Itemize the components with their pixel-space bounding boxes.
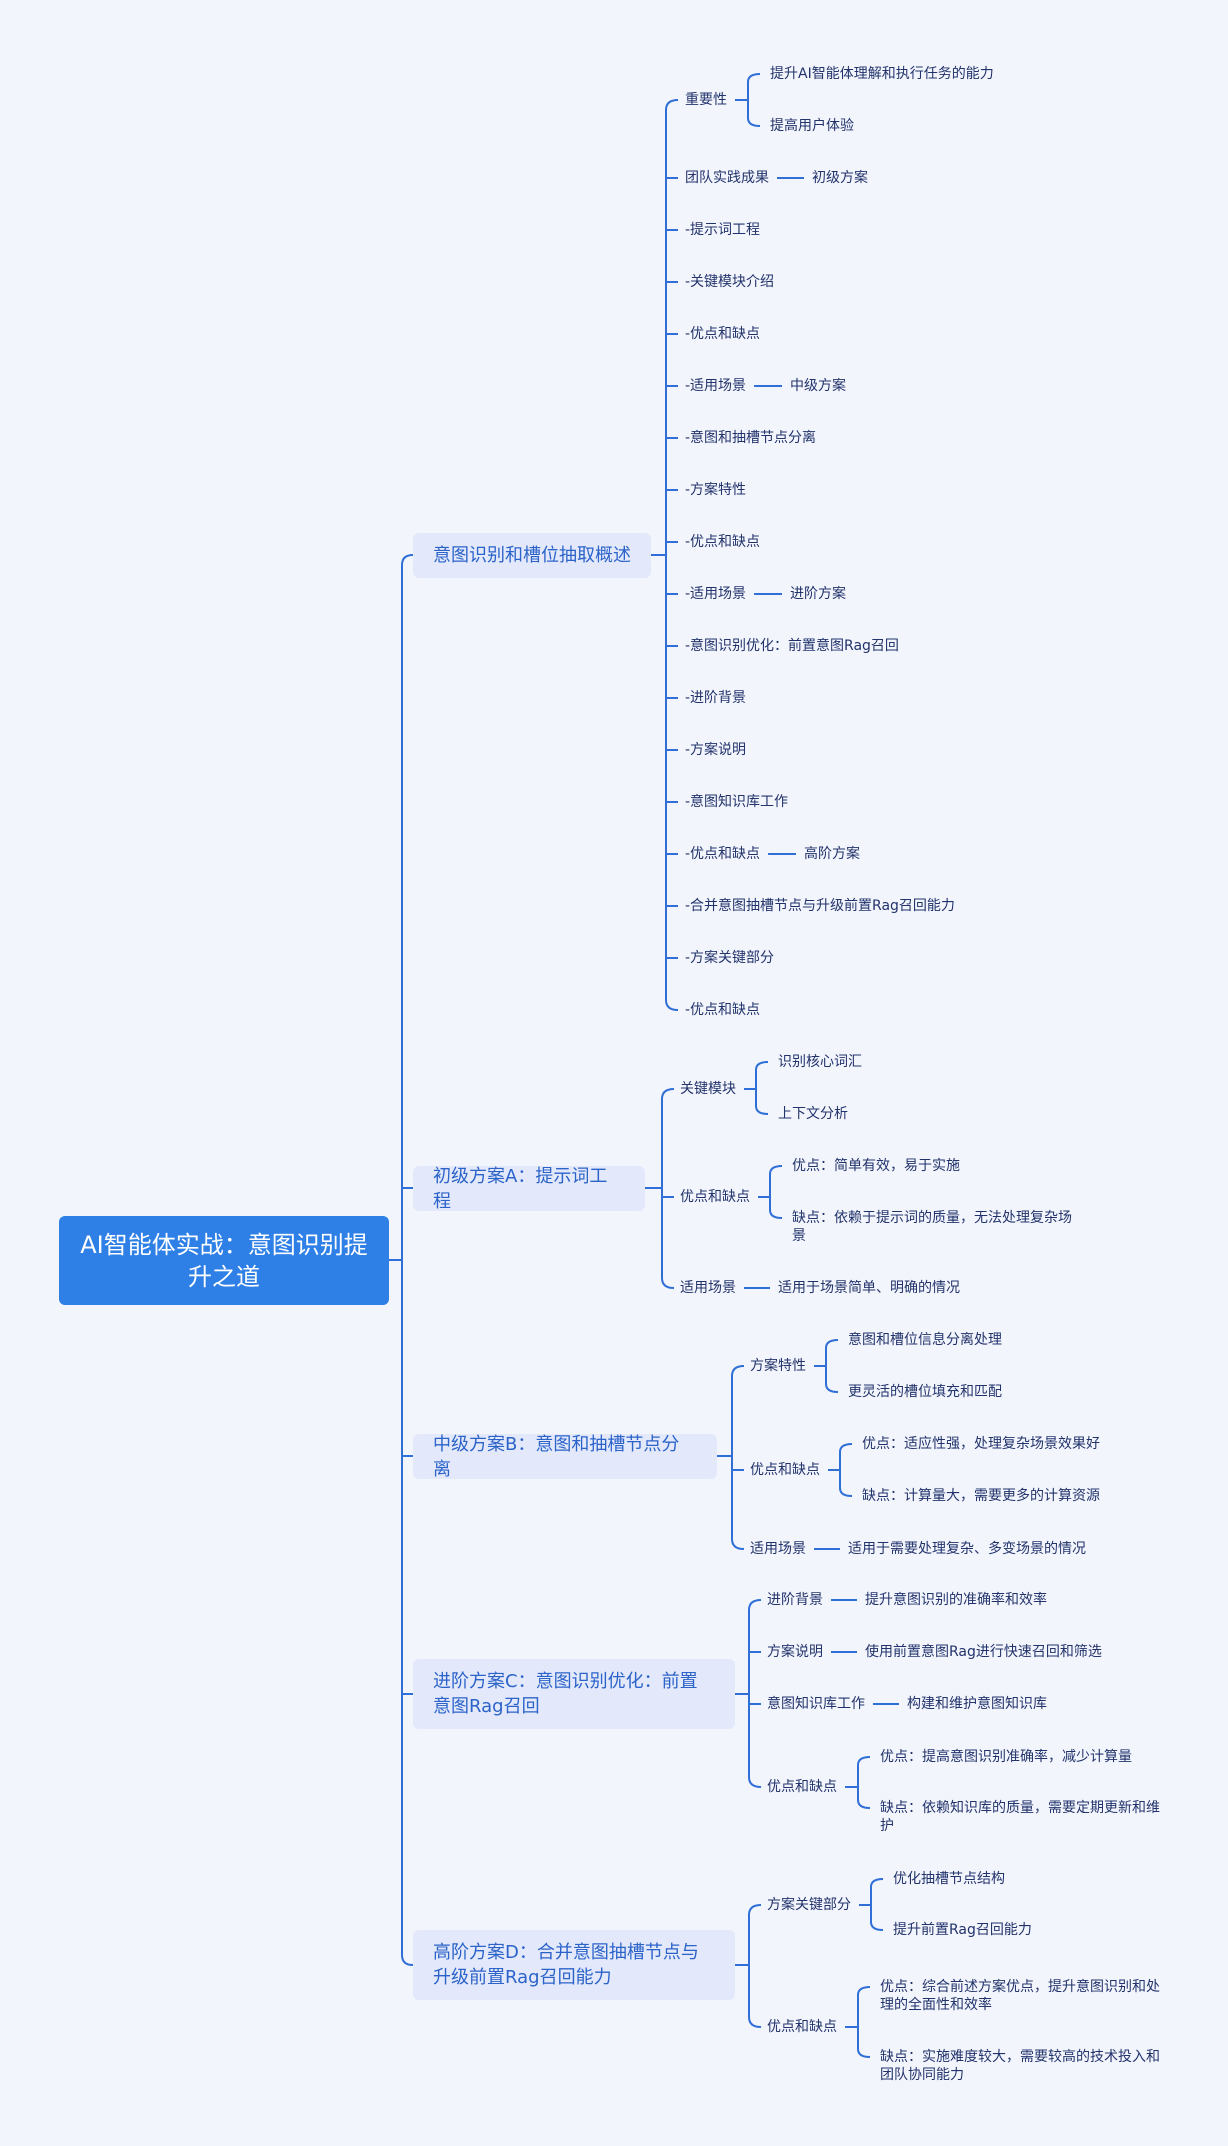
branch-node-4[interactable]: 高阶方案D：合并意图抽槽节点与升级前置Rag召回能力 <box>413 1930 735 2000</box>
branch-0-item-13[interactable]: -意图知识库工作 <box>685 794 789 810</box>
branch-0-item-17[interactable]: -优点和缺点 <box>685 1002 761 1018</box>
branch-0-item-0-child-0[interactable]: 提升AI智能体理解和执行任务的能力 <box>770 66 994 82</box>
branch-1-item-0-child-0[interactable]: 识别核心词汇 <box>778 1054 862 1070</box>
branch-0-item-4[interactable]: -优点和缺点 <box>685 326 761 342</box>
branch-1-item-1[interactable]: 优点和缺点 <box>680 1189 750 1205</box>
branch-0-item-5[interactable]: -适用场景 <box>685 378 747 394</box>
branch-node-1[interactable]: 初级方案A：提示词工程 <box>413 1165 645 1212</box>
branch-3-item-3-spine <box>857 1756 871 1809</box>
branch-3-item-1[interactable]: 方案说明 <box>767 1644 823 1660</box>
branch-1-item-0-spine <box>755 1061 769 1115</box>
branch-title: 高阶方案D：合并意图抽槽节点与升级前置Rag召回能力 <box>433 1942 699 1988</box>
branch-2-item-0[interactable]: 方案特性 <box>750 1358 806 1374</box>
branch-0-item-6[interactable]: -意图和抽槽节点分离 <box>685 430 817 446</box>
branch-4-spine <box>748 1904 762 2028</box>
branch-0-item-10[interactable]: -意图识别优化：前置意图Rag召回 <box>685 638 899 654</box>
branch-0-item-3[interactable]: -关键模块介绍 <box>685 274 775 290</box>
branch-0-item-1[interactable]: 团队实践成果 <box>685 170 769 186</box>
branch-4-item-0-spine <box>870 1878 884 1931</box>
branch-0-item-16[interactable]: -方案关键部分 <box>685 950 775 966</box>
branch-title: 初级方案A：提示词工程 <box>433 1165 608 1212</box>
branch-4-item-1-child-0[interactable]: 优点：综合前述方案优点，提升意图识别和处理的全面性和效率 <box>880 1979 1160 2013</box>
branch-2-item-1-spine <box>839 1443 853 1497</box>
branch-1-item-0-child-1[interactable]: 上下文分析 <box>778 1106 848 1122</box>
branch-0-item-14-child-0[interactable]: 高阶方案 <box>804 846 860 862</box>
branch-4-item-1-spine <box>857 1986 871 2058</box>
branch-3-spine <box>748 1599 762 1788</box>
branch-2-item-0-child-1[interactable]: 更灵活的槽位填充和匹配 <box>848 1384 1002 1400</box>
branch-0-spine <box>665 99 679 1011</box>
branch-3-item-3-child-0[interactable]: 优点：提高意图识别准确率，减少计算量 <box>880 1749 1132 1765</box>
branch-node-3[interactable]: 进阶方案C：意图识别优化：前置意图Rag召回 <box>413 1659 735 1729</box>
branch-0-item-14[interactable]: -优点和缺点 <box>685 846 761 862</box>
branch-4-item-0-child-1[interactable]: 提升前置Rag召回能力 <box>893 1922 1032 1938</box>
branch-0-item-5-child-0[interactable]: 中级方案 <box>790 378 846 394</box>
branch-2-spine <box>731 1365 745 1550</box>
branch-2-item-1-child-0[interactable]: 优点：适应性强，处理复杂场景效果好 <box>862 1436 1100 1452</box>
branch-title: 进阶方案C：意图识别优化：前置意图Rag召回 <box>433 1671 698 1717</box>
branch-node-2[interactable]: 中级方案B：意图和抽槽节点分离 <box>413 1433 717 1480</box>
root-spine <box>401 554 414 1966</box>
branch-3-item-0-child-0[interactable]: 提升意图识别的准确率和效率 <box>865 1592 1047 1608</box>
branch-0-item-9[interactable]: -适用场景 <box>685 586 747 602</box>
branch-4-item-1[interactable]: 优点和缺点 <box>767 2019 837 2035</box>
branch-2-item-2-child-0[interactable]: 适用于需要处理复杂、多变场景的情况 <box>848 1541 1086 1557</box>
branch-2-item-0-child-0[interactable]: 意图和槽位信息分离处理 <box>848 1332 1002 1348</box>
branch-1-item-1-child-0[interactable]: 优点：简单有效，易于实施 <box>792 1158 960 1174</box>
branch-0-item-15[interactable]: -合并意图抽槽节点与升级前置Rag召回能力 <box>685 898 955 914</box>
branch-2-item-0-spine <box>825 1339 839 1393</box>
branch-0-item-11[interactable]: -进阶背景 <box>685 690 747 706</box>
branch-title: 中级方案B：意图和抽槽节点分离 <box>433 1433 680 1480</box>
branch-0-item-1-child-0[interactable]: 初级方案 <box>812 170 868 186</box>
branch-1-spine <box>661 1088 675 1289</box>
branch-3-item-3-child-1[interactable]: 缺点：依赖知识库的质量，需要定期更新和维护 <box>880 1800 1160 1834</box>
branch-4-item-0-child-0[interactable]: 优化抽槽节点结构 <box>893 1871 1005 1887</box>
branch-0-item-9-child-0[interactable]: 进阶方案 <box>790 586 846 602</box>
branch-4-item-0[interactable]: 方案关键部分 <box>767 1897 851 1913</box>
branch-node-0[interactable]: 意图识别和槽位抽取概述 <box>413 533 651 578</box>
branch-0-item-2[interactable]: -提示词工程 <box>685 222 761 238</box>
branch-0-item-0[interactable]: 重要性 <box>685 92 727 108</box>
branch-1-item-2-child-0[interactable]: 适用于场景简单、明确的情况 <box>778 1280 960 1296</box>
branch-3-item-0[interactable]: 进阶背景 <box>767 1592 823 1608</box>
root-node[interactable]: AI智能体实战：意图识别提升之道 <box>59 1216 389 1305</box>
branch-0-item-0-spine <box>747 73 761 127</box>
branch-3-item-3[interactable]: 优点和缺点 <box>767 1779 837 1795</box>
branch-1-item-1-child-1[interactable]: 缺点：依赖于提示词的质量，无法处理复杂场景 <box>792 1210 1072 1244</box>
branch-1-item-0[interactable]: 关键模块 <box>680 1081 736 1097</box>
branch-0-item-0-child-1[interactable]: 提高用户体验 <box>770 118 854 134</box>
branch-3-item-1-child-0[interactable]: 使用前置意图Rag进行快速召回和筛选 <box>865 1644 1102 1660</box>
branch-0-item-12[interactable]: -方案说明 <box>685 742 747 758</box>
branch-2-item-1[interactable]: 优点和缺点 <box>750 1462 820 1478</box>
branch-3-item-2[interactable]: 意图知识库工作 <box>767 1696 865 1712</box>
branch-0-item-8[interactable]: -优点和缺点 <box>685 534 761 550</box>
branch-1-item-2[interactable]: 适用场景 <box>680 1280 736 1296</box>
branch-title: 意图识别和槽位抽取概述 <box>433 545 631 566</box>
branch-0-item-7[interactable]: -方案特性 <box>685 482 747 498</box>
branch-1-item-1-spine <box>769 1165 783 1219</box>
branch-2-item-1-child-1[interactable]: 缺点：计算量大，需要更多的计算资源 <box>862 1488 1100 1504</box>
root-title: AI智能体实战：意图识别提升之道 <box>80 1230 368 1291</box>
branch-3-item-2-child-0[interactable]: 构建和维护意图知识库 <box>907 1696 1047 1712</box>
branch-4-item-1-child-1[interactable]: 缺点：实施难度较大，需要较高的技术投入和团队协同能力 <box>880 2049 1160 2083</box>
branch-2-item-2[interactable]: 适用场景 <box>750 1541 806 1557</box>
